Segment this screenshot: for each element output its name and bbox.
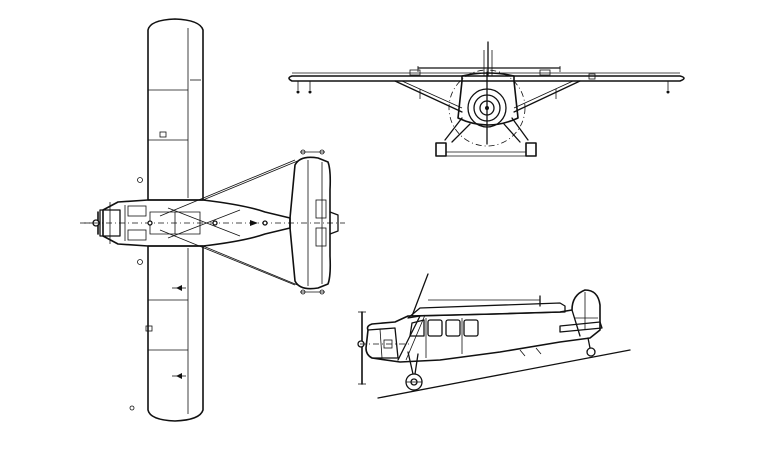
side-view-engine-cowling: [367, 327, 399, 359]
top-view-upper-wing: [147, 18, 204, 201]
top-view-fuselage: [102, 199, 291, 247]
side-view-windows: [409, 319, 479, 337]
front-view-fuselage: [457, 72, 519, 126]
top-view-horizontal-stabilizer: [289, 156, 332, 290]
front-view-right-ski: [525, 142, 537, 157]
top-view: [80, 18, 345, 422]
side-view-wing-strut: [397, 315, 421, 361]
side-view-tail-wheel: [586, 347, 596, 357]
side-view: [357, 273, 631, 399]
front-view-right-strut: [513, 80, 581, 113]
front-view-left-ski: [435, 142, 447, 157]
side-view-main-gear: [407, 351, 419, 375]
side-view-fuselage: [365, 289, 601, 363]
front-view-left-gear: [444, 117, 471, 143]
front-view-right-gear: [503, 117, 529, 143]
front-view: [288, 41, 685, 157]
top-view-lower-wing: [147, 245, 204, 422]
front-view-left-strut: [394, 80, 463, 113]
side-view-ground-line: [377, 349, 631, 399]
front-view-wing: [288, 75, 685, 82]
front-view-propeller-disc: [448, 69, 526, 147]
